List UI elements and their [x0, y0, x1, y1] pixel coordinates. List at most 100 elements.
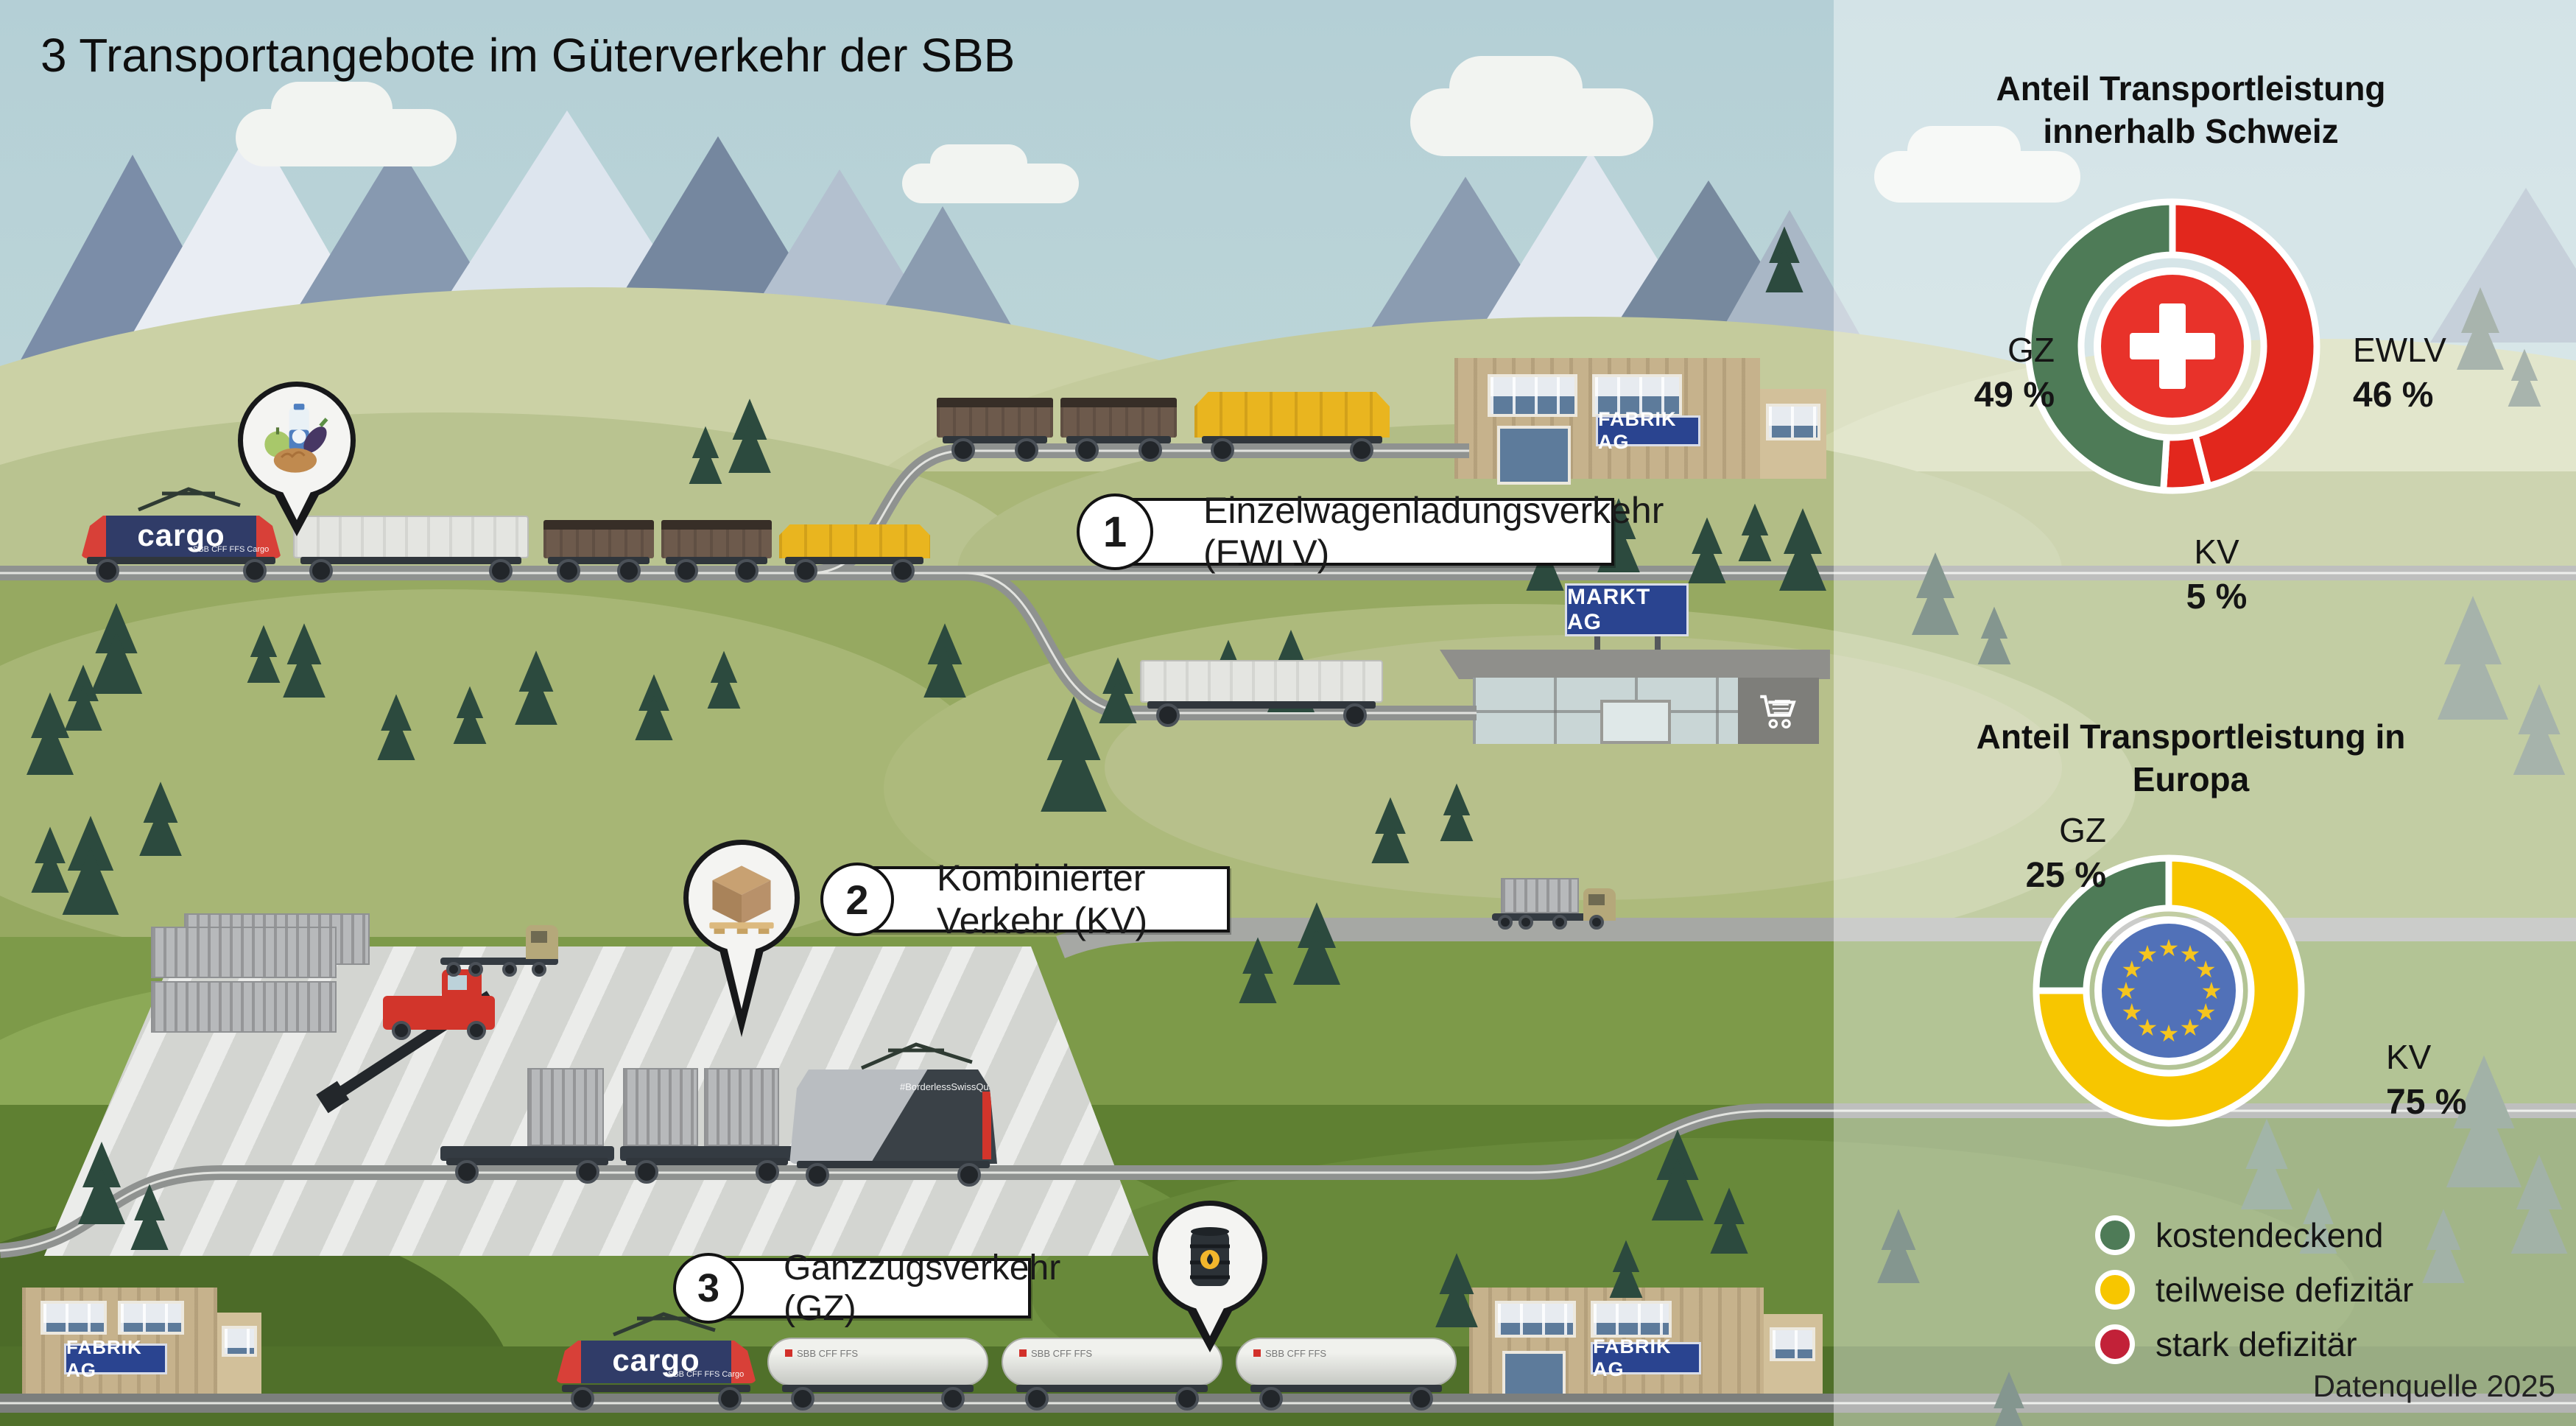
cloud [1874, 126, 2080, 203]
pine-tree-icon [380, 694, 413, 760]
markt-sign-label: MARKT AG [1567, 585, 1651, 634]
donut-slice-EWLV [2169, 198, 2320, 490]
pine-tree-icon [1655, 1130, 1700, 1220]
fabrik-sign-label: FABRIK AG [1598, 408, 1677, 453]
eu-star-icon: ★ [2195, 956, 2217, 983]
parcel-on-pallet-icon [709, 865, 774, 934]
data-source: Datenquelle 2025 [2312, 1369, 2555, 1403]
donut-slice-KV [2033, 854, 2305, 1127]
pine-tree-icon [1442, 784, 1471, 841]
cargo-logo: cargo [137, 517, 225, 552]
page-title: 3 Transportangebote im Güterverkehr der … [41, 29, 1016, 82]
offer-number-3: 3 [673, 1253, 744, 1324]
box-wagon [293, 516, 529, 558]
pine-tree-icon [1691, 517, 1724, 583]
chart1-title: Anteil Transportleistung innerhalb Schwe… [1996, 69, 2386, 150]
pine-tree-icon [1611, 1240, 1640, 1298]
offer-number-2: 2 [820, 863, 894, 936]
pine-tree-icon [249, 625, 278, 683]
pine-tree-icon [286, 623, 323, 698]
cargo-logo: cargo [612, 1342, 700, 1377]
eu-star-icon: ★ [2137, 941, 2158, 967]
pine-tree-icon [94, 603, 139, 694]
sbb-marking: SBB CFF FFS Cargo [668, 1370, 745, 1379]
sbb-cargo-locomotive: cargo SBB CFF FFS Cargo [81, 487, 281, 583]
legend-dot-yellow [2095, 1270, 2135, 1310]
pine-tree-icon [29, 692, 71, 775]
offer-text-3: Ganzzugsverkehr (GZ) [784, 1248, 1061, 1328]
donut-chart-switzerland [2024, 198, 2320, 494]
pine-tree-icon [731, 398, 768, 473]
eu-star-icon: ★ [2158, 1020, 2180, 1047]
offer-label-gz: 3 Ganzzugsverkehr (GZ) [673, 1248, 1060, 1328]
shopping-cart-icon [1760, 695, 1796, 728]
callout-groceries [238, 382, 356, 536]
slogan-marking: #BorderlessSwissQuality [900, 1081, 1006, 1092]
donut-slice-GZ [2033, 854, 2172, 994]
pine-tree-icon [1242, 937, 1275, 1003]
pine-tree-icon [1102, 657, 1135, 723]
eu-flag-icon: ★★★★★★★★★★★★ [2094, 916, 2243, 1065]
pine-tree-icon [1045, 696, 1102, 812]
offer-label-ewlv: 1 Einzelwagenladungsverkehr (EWLV) [1077, 490, 1664, 574]
pine-tree-icon [1713, 1187, 1746, 1254]
pine-tree-icon [638, 674, 671, 740]
chart1-label-ewlv: EWLV 46 % [2353, 331, 2446, 415]
fabrik-sign-label: FABRIK AG [1593, 1335, 1672, 1380]
pine-tree-icon [1438, 1253, 1475, 1327]
chart1-label-kv: KV 5 % [2186, 533, 2248, 617]
donut-slice-GZ [2024, 198, 2176, 494]
eu-star-icon: ★ [2158, 935, 2180, 961]
sbb-cargo-locomotive: cargo SBB CFF FFS Cargo [556, 1312, 756, 1411]
box-wagon [1140, 660, 1383, 703]
pantograph-icon [138, 487, 241, 511]
open-freight-wagon [937, 398, 1053, 438]
pine-tree-icon [518, 650, 555, 725]
pine-tree-icon [709, 651, 738, 709]
pine-tree-icon [1374, 797, 1407, 863]
chart2-label-gz: GZ 25 % [2025, 811, 2106, 895]
pine-tree-icon [133, 1184, 166, 1250]
sbb-wagon-marking: SBB CFF FFS [1019, 1348, 1092, 1359]
cloud [1410, 55, 1653, 156]
cloud [902, 144, 1079, 203]
sbb-wagon-marking: SBB CFF FFS [785, 1348, 858, 1359]
yellow-wagon [779, 524, 930, 558]
eu-star-icon: ★ [2201, 977, 2223, 1004]
open-freight-wagon [543, 520, 654, 558]
pine-tree-icon [691, 426, 719, 484]
pine-tree-icon [1782, 508, 1823, 591]
offer-label-kv: 2 Kombinierter Verkehr (KV) [820, 857, 1230, 941]
kv-locomotive: #BorderlessSwissQuality [789, 1042, 999, 1187]
offer-text-2: Kombinierter Verkehr (KV) [937, 857, 1148, 941]
pine-tree-icon [66, 816, 115, 915]
legend-item-kostendeckend: kostendeckend [2095, 1215, 2413, 1255]
markt-building: MARKT AG [1440, 583, 1830, 745]
pine-tree-icon [81, 1142, 122, 1224]
eu-star-icon: ★ [2116, 977, 2137, 1004]
container-stack [151, 981, 337, 1033]
oil-barrel-icon [1190, 1227, 1230, 1286]
sbb-marking: SBB CFF FFS Cargo [193, 545, 270, 554]
fabrik-building-top: FABRIK AG [1436, 352, 1826, 485]
pantograph-icon [613, 1312, 716, 1336]
container-stack [151, 927, 337, 978]
open-freight-wagon [661, 520, 772, 558]
callout-oil-barrel [1152, 1201, 1267, 1352]
offer-number-1: 1 [1077, 494, 1153, 570]
chart2-label-kv: KV 75 % [2386, 1038, 2467, 1122]
eu-star-icon: ★ [2121, 956, 2142, 983]
groceries-icon [264, 404, 328, 473]
offer-text-1: Einzelwagenladungsverkehr (EWLV) [1203, 490, 1664, 574]
yellow-hopper-wagon [1194, 392, 1390, 438]
eu-star-icon: ★ [2137, 1014, 2158, 1041]
legend-item-teilweise-defizitaer: teilweise defizitär [2095, 1270, 2413, 1310]
pine-tree-icon [455, 686, 484, 744]
chart1-label-gz: GZ 49 % [1974, 331, 2055, 415]
legend-dot-green [2095, 1215, 2135, 1255]
cloud [236, 81, 457, 166]
donut-chart-europe: ★★★★★★★★★★★★ [2033, 854, 2305, 1127]
swiss-flag-icon [2094, 267, 2251, 425]
callout-parcel [683, 840, 800, 1037]
